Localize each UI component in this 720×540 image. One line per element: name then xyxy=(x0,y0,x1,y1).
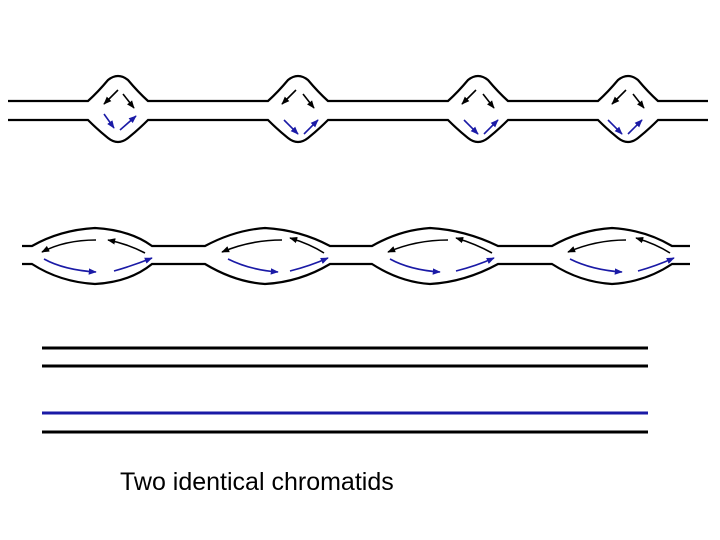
top-parental-strand xyxy=(22,226,690,248)
new-strand-arrow xyxy=(463,119,479,135)
early-replication-forks xyxy=(103,89,645,135)
chromatid-1 xyxy=(42,346,648,368)
lagging-old-arrow xyxy=(482,93,495,109)
lagging-old-arrow xyxy=(302,93,315,109)
leading-old-arrow xyxy=(221,239,283,253)
new-strand-arrow xyxy=(227,258,279,275)
new-strand-arrow xyxy=(113,257,153,272)
lagging-old-arrow xyxy=(632,93,645,109)
lagging-old-arrow xyxy=(635,237,671,254)
new-strand-arrow xyxy=(289,257,329,272)
diagram-caption: Two identical chromatids xyxy=(120,468,394,496)
lagging-old-arrow xyxy=(455,237,493,254)
chromatid-2 xyxy=(42,411,648,434)
new-strand-arrow xyxy=(637,257,675,272)
late-replication-forks xyxy=(41,237,675,275)
leading-old-arrow xyxy=(387,239,449,253)
new-strand-arrow xyxy=(119,115,137,131)
lagging-old-arrow xyxy=(289,237,325,254)
lagging-old-arrow xyxy=(107,238,146,254)
new-strand-arrow xyxy=(483,119,499,135)
lagging-old-arrow xyxy=(122,93,135,109)
leading-old-arrow xyxy=(103,89,119,105)
bottom-parental-strand xyxy=(8,118,708,144)
new-strand-arrow xyxy=(283,119,299,135)
leading-old-arrow xyxy=(611,89,627,105)
new-strand-arrow xyxy=(569,258,623,275)
leading-old-arrow xyxy=(281,89,297,105)
early-replication-row xyxy=(8,74,708,144)
new-strand-arrow xyxy=(103,113,115,129)
new-strand-arrow xyxy=(627,119,643,135)
leading-old-arrow xyxy=(461,89,477,105)
leading-old-arrow xyxy=(41,239,97,253)
top-parental-strand xyxy=(8,74,708,103)
new-strand-arrow xyxy=(303,119,319,135)
new-strand-arrow xyxy=(43,258,97,275)
late-replication-row xyxy=(22,226,690,286)
leading-old-arrow xyxy=(567,239,627,253)
new-strand-arrow xyxy=(389,258,441,275)
new-strand-arrow xyxy=(455,257,495,272)
new-strand-arrow xyxy=(607,119,623,135)
bottom-parental-strand xyxy=(22,262,690,286)
